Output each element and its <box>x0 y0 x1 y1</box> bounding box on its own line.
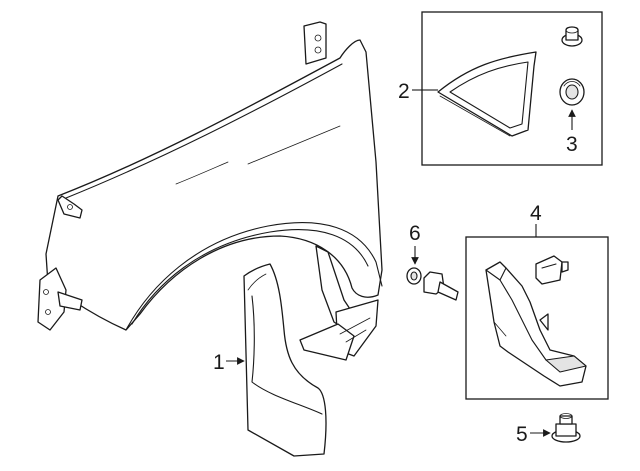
screw <box>551 413 581 443</box>
callout-2: 2 <box>398 80 438 103</box>
callout-6: 6 <box>409 222 421 265</box>
callout-3-label: 3 <box>566 133 578 156</box>
bolt <box>406 267 459 301</box>
callout-2-label: 2 <box>398 80 410 103</box>
callout-3: 3 <box>566 109 578 156</box>
callout-6-label: 6 <box>409 222 421 245</box>
push-pin-clip <box>561 26 583 47</box>
splash-shield <box>485 261 587 387</box>
fender <box>37 21 383 361</box>
callout-4-label: 4 <box>530 202 542 225</box>
callout-5: 5 <box>516 423 551 446</box>
callout-4: 4 <box>530 202 542 237</box>
callout-1-label: 1 <box>213 351 225 374</box>
grommet <box>559 78 585 106</box>
mud-flap <box>243 263 327 457</box>
retainer-clip <box>535 255 569 285</box>
callout-5-label: 5 <box>516 423 528 446</box>
splash-shield-frame <box>465 236 609 400</box>
quarter-trim-frame <box>421 11 603 166</box>
quarter-trim <box>437 51 537 137</box>
callout-1: 1 <box>213 351 245 374</box>
